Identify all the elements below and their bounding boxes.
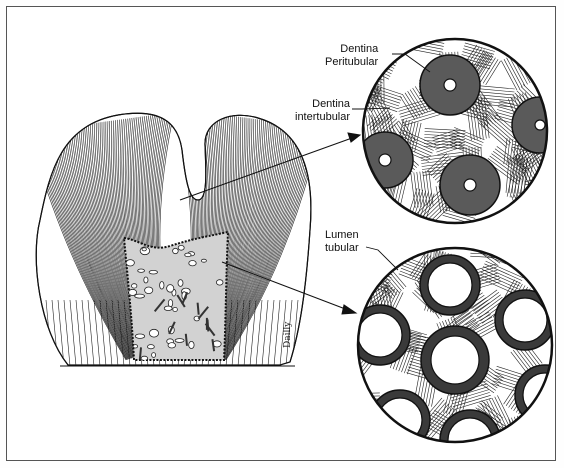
- tubule-lumen: [379, 154, 391, 166]
- tubule-lumen: [523, 373, 564, 417]
- label-dentina-peritubular: Dentina Peritubular: [325, 43, 378, 69]
- tubule-lumen: [444, 79, 456, 91]
- tubule-lumen: [503, 298, 547, 342]
- label-peritubular-line2: Peritubular: [325, 56, 378, 69]
- label-lumen-line2: tubular: [325, 242, 359, 255]
- arrow-head-bottom: [342, 305, 356, 314]
- leader-lumen: [366, 247, 398, 270]
- label-lumen-tubular: Lumen tubular: [325, 229, 359, 255]
- label-intertubular-line2: intertubular: [295, 111, 350, 124]
- label-lumen-line1: Lumen: [325, 229, 359, 242]
- arrow-head-top: [348, 133, 360, 142]
- tubule-lumen: [428, 263, 472, 307]
- label-peritubular-line1: Dentina: [325, 43, 378, 56]
- tubule-lumen: [464, 179, 476, 191]
- tubule-lumen: [378, 398, 422, 442]
- artist-signature: Dailly: [283, 322, 293, 348]
- tubule-lumen: [535, 120, 545, 130]
- tubule-lumen: [358, 313, 402, 357]
- tooth-section: [30, 110, 320, 366]
- label-dentina-intertubular: Dentina intertubular: [295, 98, 350, 124]
- label-intertubular-line1: Dentina: [295, 98, 350, 111]
- tubule-lumen: [431, 336, 479, 384]
- lumen-magnification: [346, 229, 564, 468]
- intertubular-magnification: [348, 22, 564, 236]
